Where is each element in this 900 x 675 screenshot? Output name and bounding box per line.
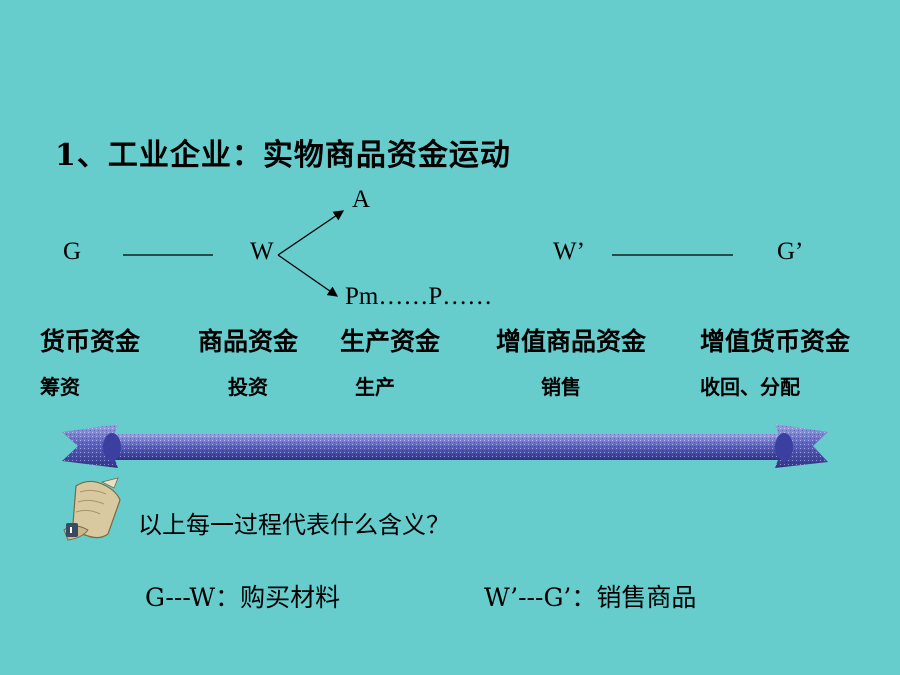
slide-title: 1、工业企业：实物商品资金运动 — [55, 138, 511, 173]
stage-label: 生产资金 — [340, 327, 441, 356]
symbol-pm-p: Pm……P…… — [345, 283, 493, 310]
symbol-g-prime: G’ — [777, 238, 804, 265]
symbol-g: G — [63, 238, 82, 265]
answer-g-w: G---W：购买材料 — [145, 583, 341, 612]
symbol-w-prime: W’ — [553, 238, 585, 265]
symbol-a: A — [352, 186, 371, 213]
arrow-to-a — [277, 210, 345, 256]
action-label: 筹资 — [40, 375, 80, 399]
answer-w-g: W’---G’：销售商品 — [484, 583, 697, 612]
stage-label: 增值商品资金 — [496, 327, 647, 356]
stage-label: 商品资金 — [198, 327, 299, 356]
parchment-scroll-icon — [63, 477, 121, 541]
symbol-w: W — [250, 238, 274, 265]
stage-label: 货币资金 — [40, 327, 141, 356]
action-label: 生产 — [355, 375, 395, 399]
action-label: 销售 — [541, 375, 581, 399]
arrow-to-pm — [277, 254, 339, 297]
question-text: 以上每一过程代表什么含义？ — [138, 511, 450, 539]
action-label: 收回、分配 — [700, 375, 800, 399]
stage-label: 增值货币资金 — [700, 327, 851, 356]
action-label: 投资 — [228, 375, 268, 399]
